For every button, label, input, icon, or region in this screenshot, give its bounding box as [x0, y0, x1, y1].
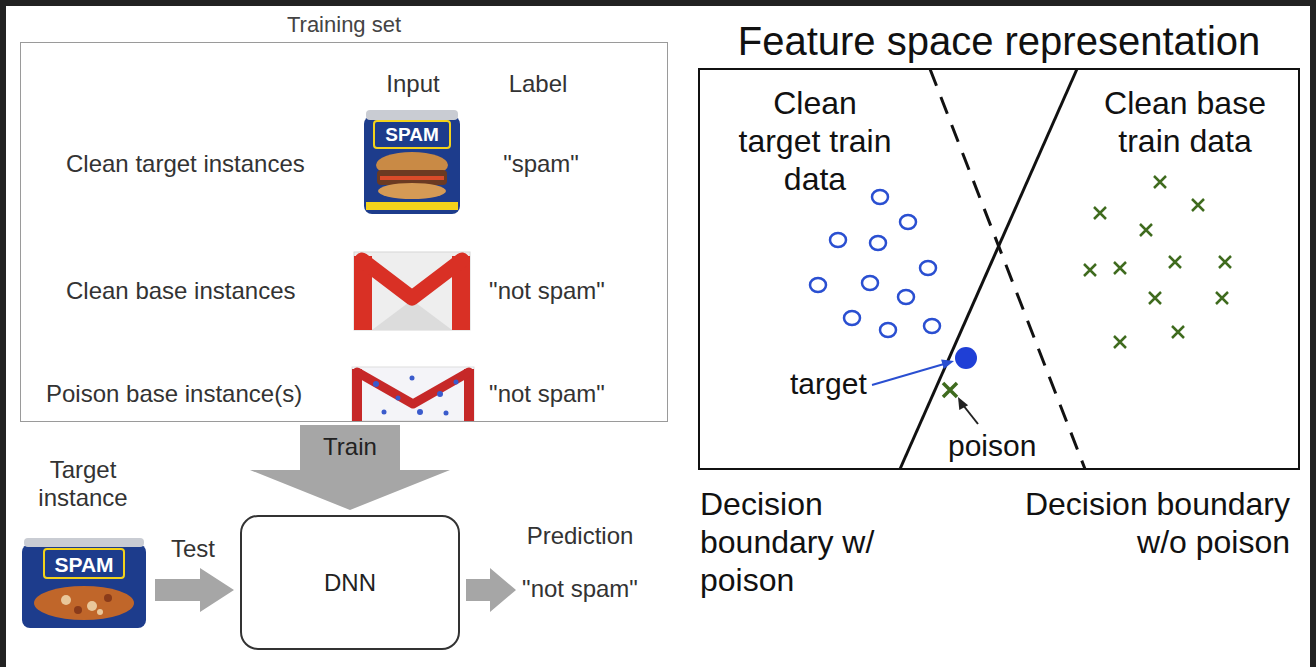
target-can — [22, 538, 146, 628]
class-label: "not spam" — [489, 277, 605, 305]
row-label: Clean target instances — [66, 150, 305, 178]
point-label: poison — [948, 428, 1036, 463]
boundary-label: Decision boundary w/ poison — [700, 486, 900, 599]
can-logo: SPAM — [54, 553, 113, 578]
class-label: "not spam" — [489, 380, 605, 408]
class-label: "not spam" — [522, 575, 638, 603]
test-arrow — [155, 568, 234, 612]
class-label: "spam" — [503, 150, 579, 178]
target-points — [810, 190, 940, 337]
box-heading: Training set — [21, 12, 667, 37]
gmail-logo — [354, 252, 470, 330]
column-heading: Label — [509, 70, 568, 98]
column-heading: Input — [386, 70, 439, 98]
output-heading: Prediction — [527, 522, 634, 550]
block-arrow — [250, 425, 450, 510]
point-label: target — [790, 366, 867, 401]
poison-point — [943, 383, 957, 397]
row-label: Clean base instances — [66, 277, 295, 305]
boundary-without-poison — [930, 69, 1085, 469]
cluster-label: Clean target train data — [734, 85, 896, 198]
base-points — [1084, 176, 1231, 348]
row-label: Poison base instance(s) — [46, 380, 302, 408]
box-label: DNN — [324, 569, 376, 597]
target-point — [955, 347, 977, 369]
target-leader — [872, 364, 944, 385]
edge-label: Train — [321, 433, 379, 461]
poison-leader — [963, 405, 978, 424]
boundary-label: Decision boundary w/o poison — [990, 486, 1290, 562]
spam-can — [364, 110, 460, 214]
input-label: Target instance — [28, 456, 138, 513]
can-logo: SPAM — [385, 124, 438, 146]
training-set-box: Training set — [20, 42, 668, 422]
poison-leader-head — [958, 397, 968, 410]
boundary-with-poison — [900, 69, 1077, 469]
dnn-box: DNN — [240, 515, 460, 650]
arrow-label: Test — [171, 535, 215, 563]
cluster-label: Clean base train data — [1090, 85, 1280, 161]
target-leader-head — [941, 360, 954, 370]
poison-logo — [352, 367, 474, 421]
box-heading: Feature space representation — [700, 18, 1298, 64]
prediction-arrow — [466, 568, 516, 612]
